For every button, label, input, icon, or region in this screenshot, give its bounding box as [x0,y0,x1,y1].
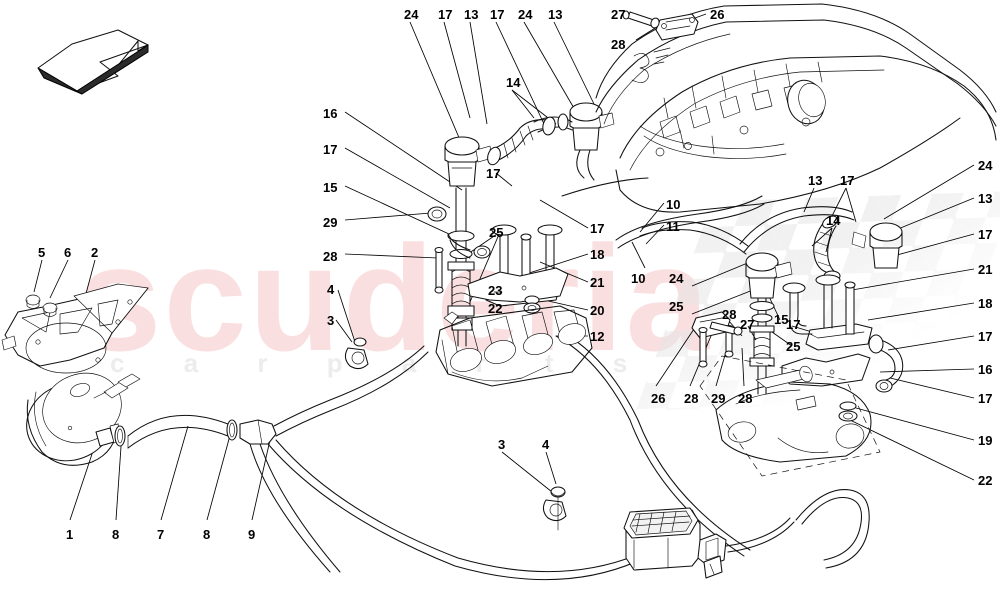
callout-12: 12 [590,329,605,344]
callout-13: 13 [808,173,823,188]
callout-22: 22 [978,473,993,488]
callout-13: 13 [978,191,993,206]
hose-clip-left [344,337,369,370]
callout-8: 8 [112,527,120,542]
callout-26: 26 [710,7,725,22]
callout-14: 14 [506,75,521,90]
callout-24: 24 [978,158,993,173]
callout-7: 7 [157,527,165,542]
callout-4: 4 [327,282,335,297]
callout-11: 11 [666,219,680,234]
callout-17: 17 [490,7,505,22]
callout-16: 16 [323,106,338,121]
leader-lines-pump [33,259,557,521]
right-check-valve-assembly [639,206,904,477]
callout-17: 17 [978,227,993,242]
callout-28: 28 [722,307,737,322]
exhaust-manifold-centre [435,305,593,387]
callout-23: 23 [488,283,503,298]
callout-26: 26 [651,391,666,406]
callout-17: 17 [323,142,338,157]
callout-17: 17 [438,7,453,22]
callout-6: 6 [64,245,72,260]
callout-27: 27 [611,7,626,22]
callout-9: 9 [248,527,256,542]
callout-15: 15 [774,312,789,327]
callout-1: 1 [66,527,74,542]
callout-18: 18 [590,247,605,262]
callout-21: 21 [978,262,993,277]
callout-25: 25 [489,225,504,240]
callout-24: 24 [669,271,684,286]
callout-17: 17 [786,317,801,332]
leader-lines-right [849,164,975,481]
callout-24: 24 [404,7,419,22]
callout-18: 18 [978,296,993,311]
callout-20: 20 [590,303,605,318]
callout-13: 13 [548,7,563,22]
air-pump-assembly [1,283,645,581]
callout-17: 17 [978,329,993,344]
callout-17: 17 [590,221,605,236]
callout-25: 25 [786,339,801,354]
callout-4: 4 [542,437,550,452]
callout-28: 28 [738,391,753,406]
callout-29: 29 [323,215,338,230]
centre-check-valve-assembly [427,102,615,347]
callout-21: 21 [590,275,605,290]
callout-29: 29 [711,391,726,406]
callout-17: 17 [978,391,993,406]
callout-15: 15 [323,180,338,195]
callout-24: 24 [518,7,533,22]
leader-lines-left [335,111,463,346]
callout-22: 22 [488,301,503,316]
callout-2: 2 [91,245,99,260]
direction-arrow [37,29,149,95]
callout-19: 19 [978,433,993,448]
callout-27: 27 [740,317,755,332]
callout-8: 8 [203,527,211,542]
callout-10: 10 [631,271,646,286]
callout-3: 3 [498,437,506,452]
callout-14: 14 [826,213,841,228]
callout-17: 17 [840,173,855,188]
callout-10: 10 [666,197,681,212]
callout-5: 5 [38,245,46,260]
callout-28: 28 [684,391,699,406]
intake-manifold [595,3,997,213]
callout-16: 16 [978,362,993,377]
air-filter-box [623,489,870,579]
callout-17: 17 [486,166,501,181]
callout-28: 28 [323,249,338,264]
callout-3: 3 [327,313,335,328]
callout-28: 28 [611,37,626,52]
hose-clip-bottom [542,486,567,531]
callout-25: 25 [669,299,684,314]
callout-13: 13 [464,7,479,22]
